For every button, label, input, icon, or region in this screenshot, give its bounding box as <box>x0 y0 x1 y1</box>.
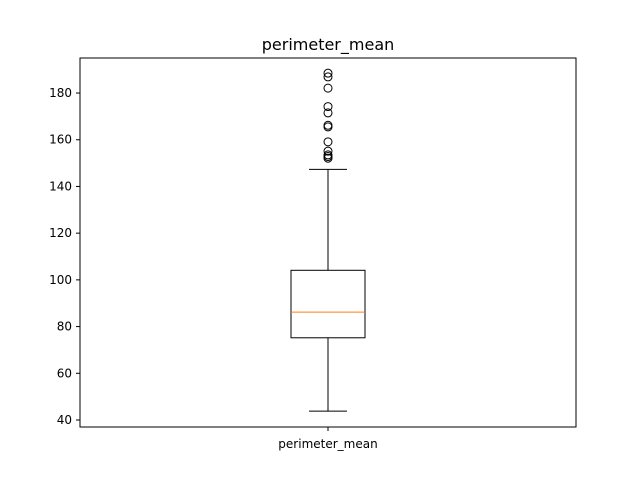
y-tick-label: 160 <box>49 133 72 147</box>
outlier-point <box>323 137 333 147</box>
outlier-point <box>323 68 333 78</box>
y-tick-label: 80 <box>57 320 72 334</box>
outlier-point <box>323 72 333 82</box>
y-tick-label: 60 <box>57 366 72 380</box>
outlier-point <box>323 102 333 112</box>
outlier-point <box>323 120 333 130</box>
outlier-point <box>323 150 333 160</box>
y-tick-label: 40 <box>57 413 72 427</box>
y-tick-label: 100 <box>49 273 72 287</box>
x-tick-label: perimeter_mean <box>278 437 377 451</box>
plot-area: 40 60 80 100 120 140 160 180 <box>49 57 577 431</box>
y-tick-label: 120 <box>49 226 72 240</box>
y-tick-label: 140 <box>49 179 72 193</box>
outlier-point <box>323 83 333 93</box>
outlier-point <box>323 146 333 156</box>
outlier-point <box>323 108 333 118</box>
chart-title: perimeter_mean <box>262 35 395 55</box>
iqr-box <box>290 269 366 339</box>
y-tick-label: 180 <box>49 86 72 100</box>
